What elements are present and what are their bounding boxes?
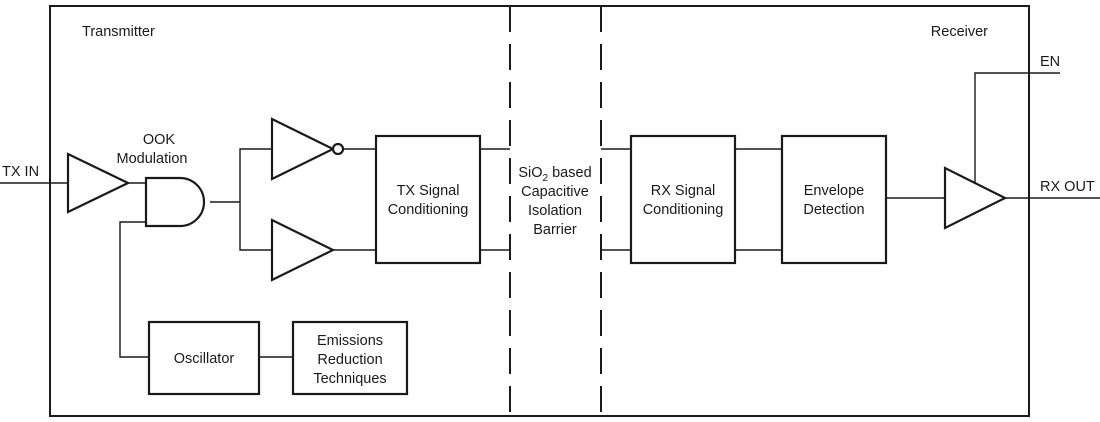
oscillator-label: Oscillator <box>174 351 235 367</box>
barrier-label-line-3: Isolation <box>528 203 582 219</box>
non-inverting-driver <box>270 218 336 282</box>
rx-signal-conditioning-block <box>629 134 737 265</box>
receiver-label: Receiver <box>931 24 988 40</box>
barrier-label-line-4: Barrier <box>533 222 577 238</box>
tx-signal-conditioning-block <box>374 134 482 265</box>
tx-in-pin-label: TX IN <box>2 164 39 180</box>
emissions-reduction-label-line-3: Techniques <box>313 371 386 387</box>
tx-input-buffer <box>66 152 131 214</box>
enable-wire <box>974 72 1060 183</box>
driver-split-wire <box>239 148 272 251</box>
barrier-label-based: based <box>548 165 592 181</box>
rx-out-pin-label: RX OUT <box>1040 179 1095 195</box>
envelope-detection-label-line-1: Envelope <box>804 183 864 199</box>
barrier-label-line-2: Capacitive <box>521 184 589 200</box>
ook-and-gate <box>144 176 206 228</box>
tx-signal-conditioning-label-line-1: TX Signal <box>397 183 460 199</box>
inverting-driver <box>270 117 336 181</box>
rx-signal-conditioning-label-line-2: Conditioning <box>643 202 724 218</box>
device-outline <box>49 5 1030 417</box>
oscillator-block <box>147 320 261 396</box>
rx-signal-conditioning-label-line-1: RX Signal <box>651 183 715 199</box>
barrier-label-subscript: 2 <box>543 173 549 184</box>
barrier-label-line-1: SiO2 based <box>518 165 591 184</box>
transmitter-label: Transmitter <box>82 24 155 40</box>
ook-modulation-label-line-2: Modulation <box>117 151 188 167</box>
envelope-detection-block <box>780 134 888 265</box>
oscillator-to-and-wire <box>119 221 149 358</box>
emissions-reduction-label-line-1: Emissions <box>317 333 383 349</box>
barrier-label-sio: SiO <box>518 165 542 181</box>
emissions-reduction-label-line-2: Reduction <box>317 352 382 368</box>
ook-modulation-label-line-1: OOK <box>143 132 176 148</box>
envelope-detection-label-line-2: Detection <box>803 202 864 218</box>
inverter-bubble <box>331 142 345 156</box>
en-pin-label: EN <box>1040 54 1060 70</box>
tx-signal-conditioning-label-line-2: Conditioning <box>388 202 469 218</box>
emissions-reduction-block <box>291 320 409 396</box>
